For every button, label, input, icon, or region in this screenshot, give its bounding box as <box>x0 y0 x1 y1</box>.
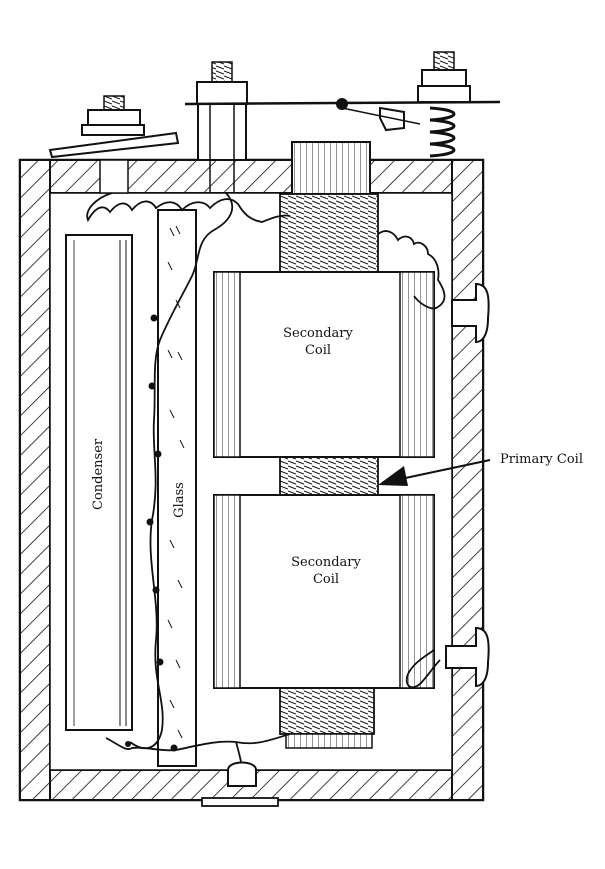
secondary-coil-bottom-label-line1: Secondary <box>291 555 361 570</box>
primary-winding-middle <box>279 456 379 496</box>
condenser-label: Condenser <box>91 438 106 510</box>
primary-callout-arrow-line <box>395 459 491 481</box>
case-right-wall <box>451 159 484 801</box>
coil-assembly: Secondary Coil Secondary Coil <box>213 193 435 749</box>
case-top-wall <box>19 159 484 194</box>
side-terminals <box>201 282 490 807</box>
wire-center-down <box>129 192 234 750</box>
center-terminal-screw <box>211 61 233 83</box>
vibrator-pivot <box>336 98 348 110</box>
left-terminal-post <box>99 159 129 194</box>
condenser-body <box>65 234 133 731</box>
core-top-end <box>291 141 371 195</box>
primary-coil-label: Primary Coil <box>500 452 583 467</box>
case-left-wall <box>19 159 51 801</box>
top-hardware <box>48 51 501 195</box>
primary-winding-top <box>279 193 379 273</box>
secondary-coil-top-label-line1: Secondary <box>283 326 353 341</box>
center-terminal-post <box>197 103 247 161</box>
wire-top-loop <box>86 192 291 223</box>
right-terminal-screw <box>433 51 455 71</box>
right-terminal-upper <box>451 282 490 344</box>
secondary-coil-top <box>213 271 435 458</box>
left-spring-arm <box>48 131 180 159</box>
secondary-coil-bottom-left-edge <box>213 494 241 689</box>
left-terminal-washer <box>81 124 145 136</box>
secondary-coil-top-label-line2: Coil <box>305 343 331 358</box>
right-terminal-lower <box>445 626 490 688</box>
wire-top-right <box>377 230 446 310</box>
core-bottom-end <box>285 733 373 749</box>
bottom-terminal-base <box>201 797 279 807</box>
bottom-terminal <box>227 761 257 787</box>
glass-plate: Glass <box>157 209 197 767</box>
left-terminal-nut <box>87 109 141 127</box>
secondary-coil-bottom-label-line2: Coil <box>313 572 339 587</box>
primary-winding-bottom <box>279 687 375 735</box>
right-spring <box>429 106 456 158</box>
primary-coil-callout: Primary Coil <box>378 452 583 486</box>
condenser: Condenser <box>65 234 133 731</box>
glass-label: Glass <box>172 482 187 518</box>
secondary-coil-bottom-right-edge <box>399 494 435 689</box>
secondary-coil-top-right-edge <box>399 271 435 458</box>
wire-bottom-right <box>405 649 441 689</box>
primary-callout-arrowhead <box>378 466 408 486</box>
glass-texture <box>167 225 185 739</box>
vibrator-arm <box>341 107 421 125</box>
right-terminal-base <box>417 85 471 103</box>
secondary-coil-top-left-edge <box>213 271 241 458</box>
solder-points <box>125 314 178 752</box>
center-terminal-nut <box>196 81 248 105</box>
